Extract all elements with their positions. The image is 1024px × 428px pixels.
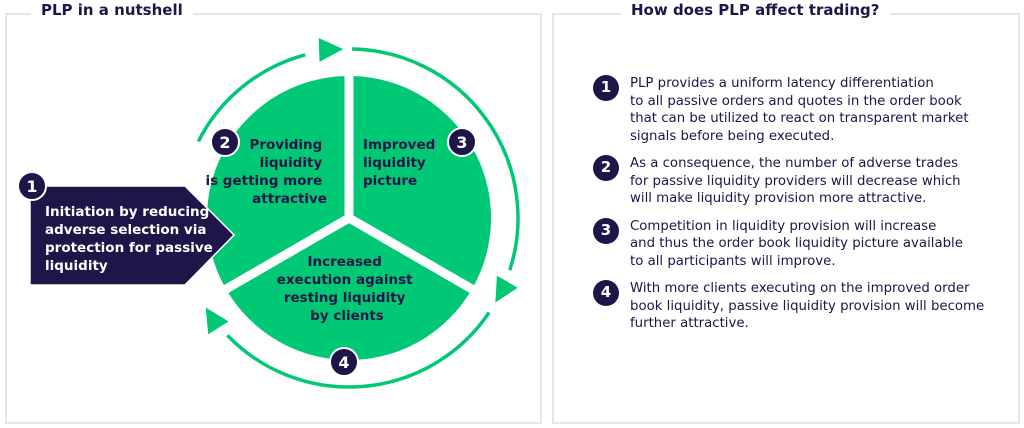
- segment-2-text: Providing liquidity is getting more attr…: [205, 137, 327, 207]
- divider-left: [218, 214, 352, 296]
- panel-plp-trading: How does PLP affect trading?: [552, 1, 1020, 424]
- panel-title-right: How does PLP affect trading?: [621, 1, 890, 19]
- initiation-text: Initiation by reducing adverse selection…: [45, 204, 218, 274]
- arc-arrow-bottom: [226, 311, 491, 389]
- list-item: 3 Competition in liquidity provision wil…: [590, 217, 1010, 271]
- arrowheads: [205, 37, 518, 335]
- arrowhead-top: [318, 37, 344, 62]
- number-badge: 2: [593, 155, 619, 181]
- effects-list: 1 PLP provides a uniform latency differe…: [590, 75, 1010, 343]
- cycle-arrows: [196, 47, 520, 389]
- number-badge: 1: [593, 75, 619, 101]
- panel-plp-nutshell: PLP in a nutshell: [5, 1, 542, 424]
- arc-arrow-right: [351, 47, 520, 271]
- panel-title-left: PLP in a nutshell: [31, 1, 193, 19]
- number-badge: 4: [593, 280, 619, 306]
- list-item: 4 With more clients executing on the imp…: [590, 280, 1010, 333]
- number-badge: 3: [593, 217, 619, 244]
- segment-3-text: Improved liquidity picture: [363, 137, 440, 189]
- segment-4-text: Increased execution against resting liqu…: [277, 254, 418, 324]
- cycle-diagram: Initiation by reducing adverse selection…: [17, 37, 520, 389]
- badge-3: 3: [447, 127, 477, 157]
- badge-4: 4: [329, 347, 359, 377]
- pie-dividers: [218, 70, 480, 296]
- badge-initiation: 1: [17, 171, 47, 201]
- arrowhead-left: [205, 307, 229, 335]
- list-item: 2 As a consequence, the number of advers…: [590, 155, 1010, 208]
- svg-text:4: 4: [338, 353, 349, 372]
- arrowhead-right: [495, 275, 518, 303]
- svg-text:1: 1: [26, 177, 37, 196]
- svg-text:3: 3: [456, 133, 467, 152]
- arc-arrow-top-left: [196, 53, 306, 143]
- list-item: 1 PLP provides a uniform latency differe…: [590, 75, 1010, 145]
- svg-text:2: 2: [219, 133, 230, 152]
- badge-2: 2: [210, 127, 240, 157]
- initiation-arrow: [29, 185, 236, 286]
- divider-right: [346, 214, 480, 296]
